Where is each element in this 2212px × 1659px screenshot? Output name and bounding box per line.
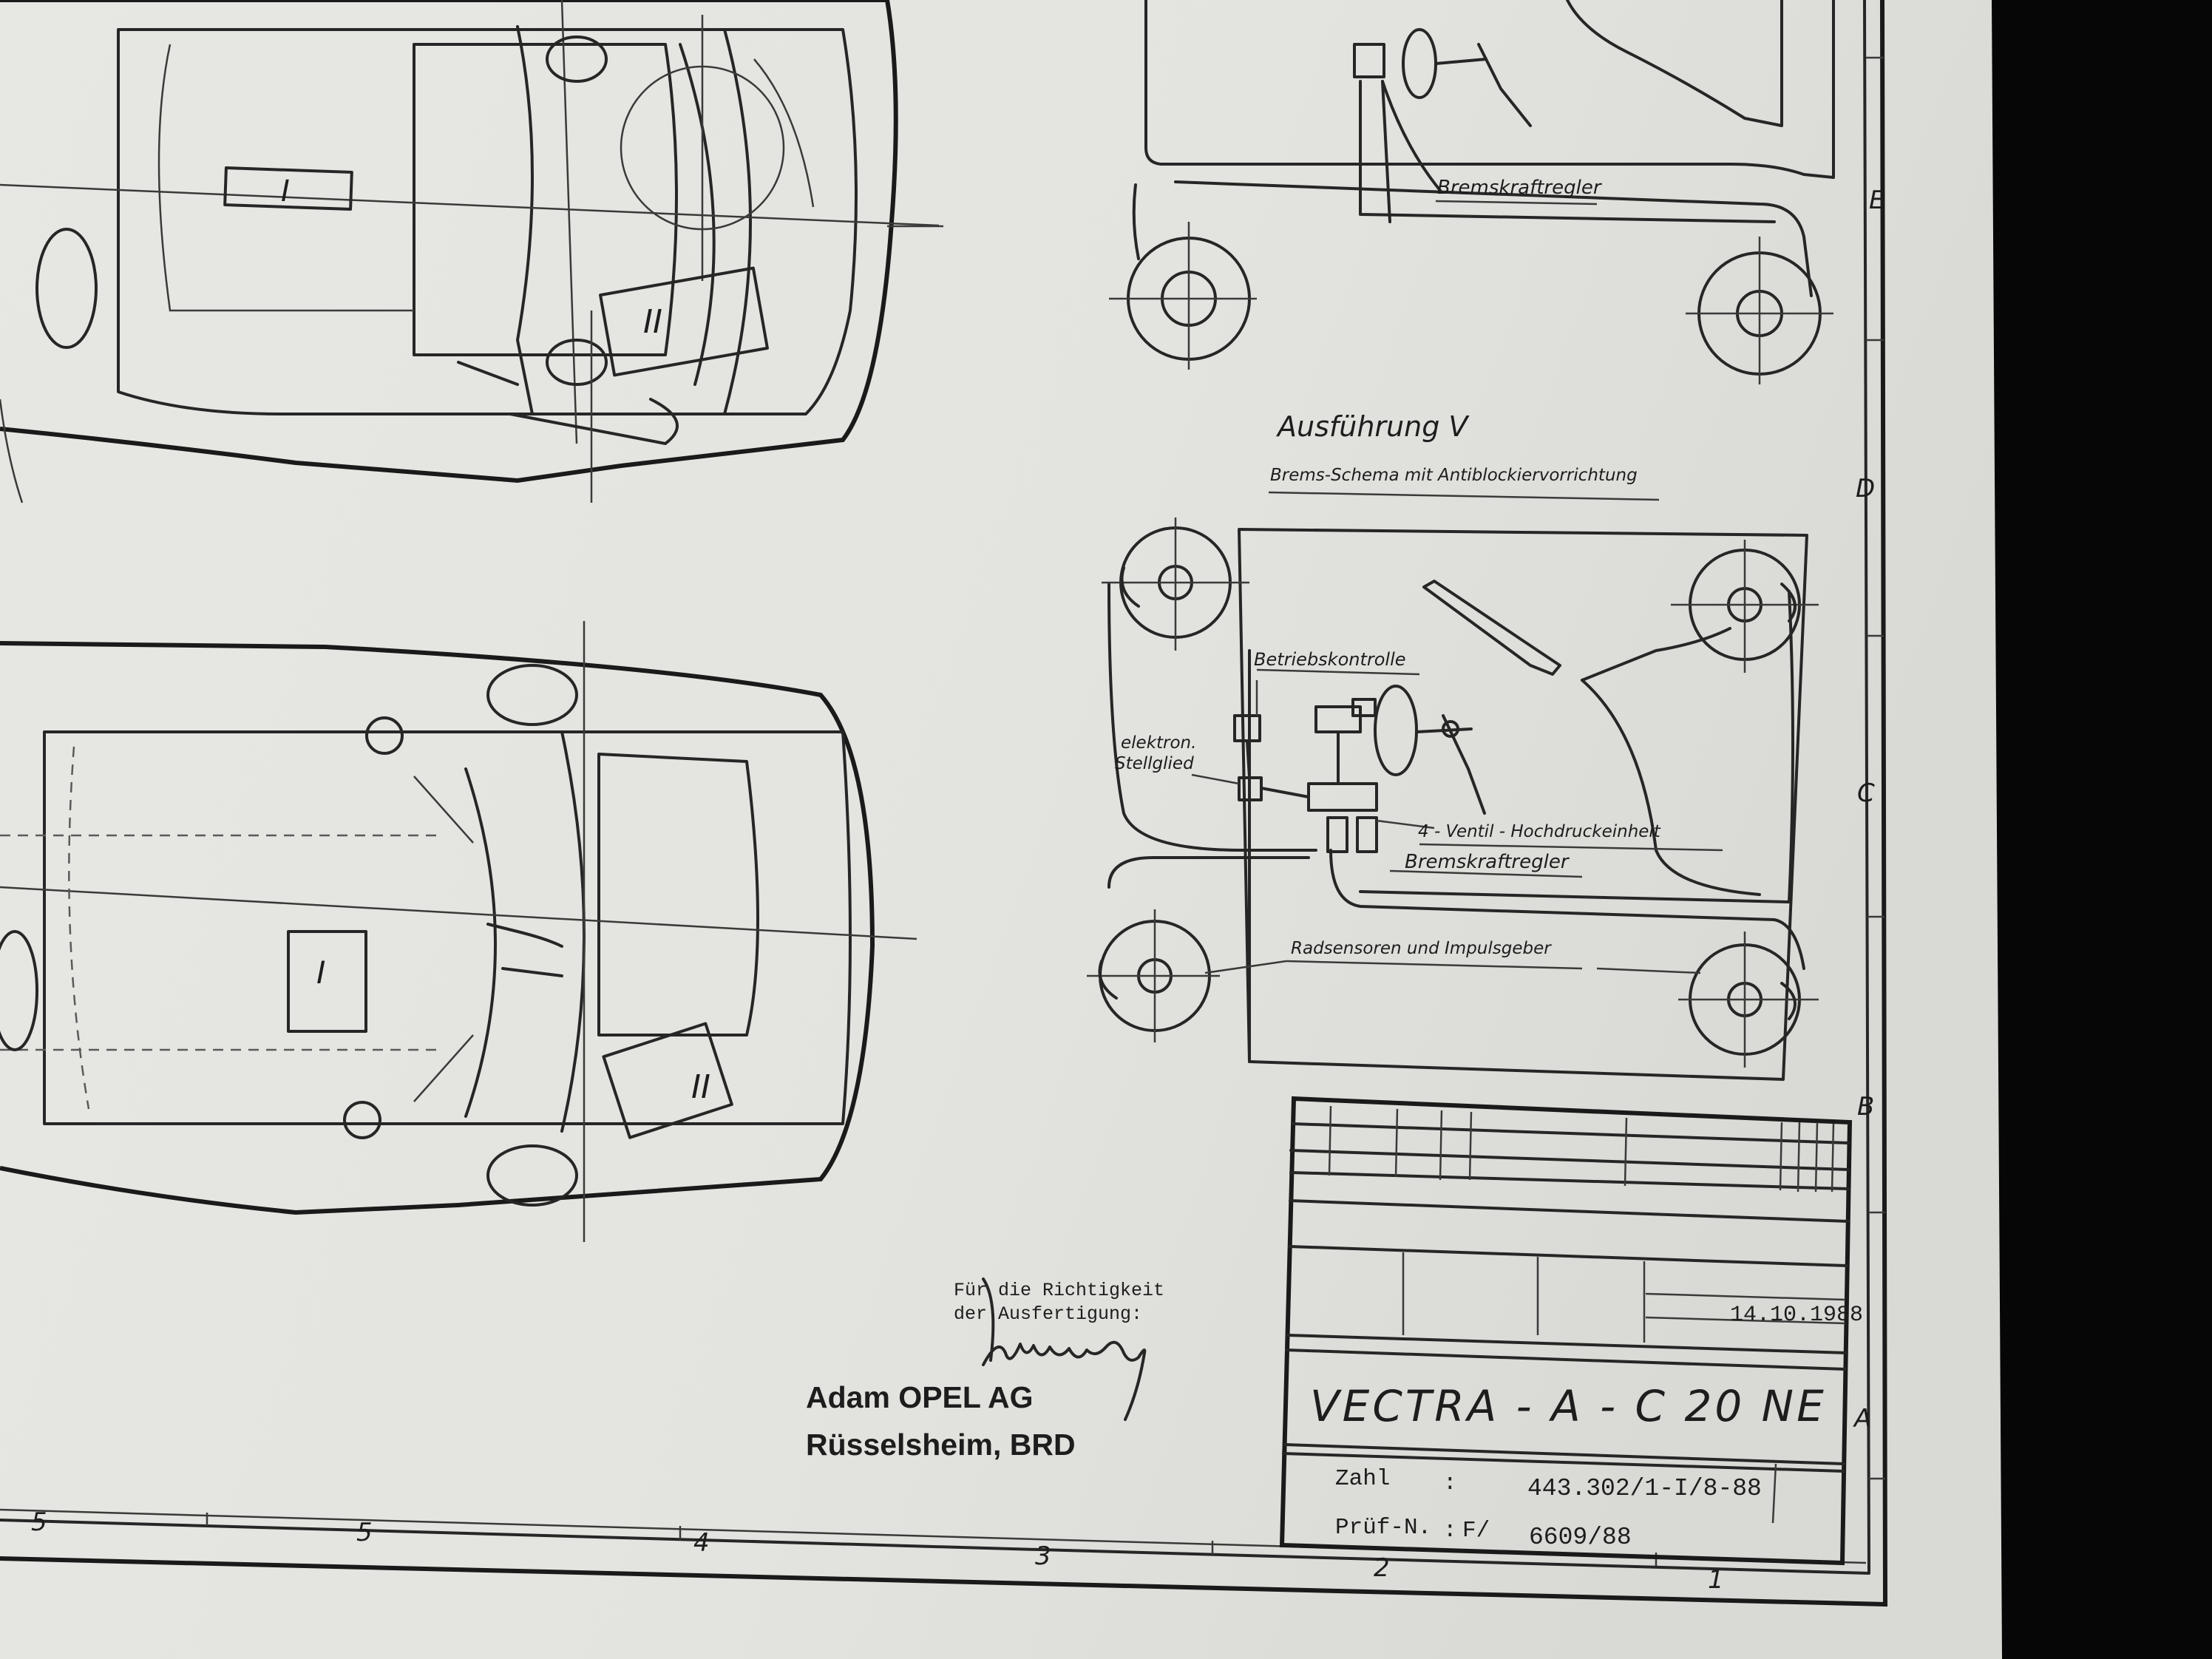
- tested-date: 14.10.1988: [1730, 1303, 1863, 1328]
- pruef-value: 6609/88: [1529, 1524, 1632, 1551]
- component-II-bottom-label: II: [691, 1068, 710, 1106]
- zahl-value: 443.302/1-I/8-88: [1527, 1475, 1762, 1502]
- label-betriebskontrolle: Betriebskontrolle: [1254, 649, 1406, 670]
- company-name: Adam OPEL AG: [806, 1380, 1034, 1414]
- label-ventil-hochdruckeinheit: 4 - Ventil - Hochdruckeinheit: [1418, 822, 1661, 841]
- wheel-rear-right: [1678, 932, 1819, 1068]
- wheel-front-right: [1671, 540, 1819, 673]
- brake-schema-top: Bremskraftregler: [1109, 0, 1835, 384]
- label-stellglied: Stellglied: [1115, 754, 1194, 773]
- component-I-bottom-box: [287, 930, 367, 1033]
- component-I-bottom-label: I: [316, 954, 325, 991]
- zone-label-B: B: [1857, 1092, 1874, 1122]
- zone-label-A: A: [1853, 1404, 1871, 1434]
- component-II-top-box: [599, 266, 769, 377]
- wheel-front-left: [1102, 518, 1249, 651]
- drawing-title: VECTRA - A - C 20 NE: [1310, 1381, 1827, 1431]
- zahl-colon: :: [1443, 1470, 1457, 1496]
- zone-label-2: 2: [1374, 1553, 1390, 1583]
- component-I-top-box: [223, 166, 353, 211]
- wheel-top-left: [1109, 222, 1257, 370]
- variant-title: Ausführung V: [1275, 410, 1470, 443]
- cert-line-2: der Ausfertigung:: [954, 1303, 1142, 1325]
- abs-brake-schema: Ausführung V Brems-Schema mit Antiblocki…: [1087, 410, 1819, 1081]
- component-II-top-label: II: [643, 303, 662, 341]
- zone-label-D: D: [1856, 474, 1875, 503]
- company-location: Rüsselsheim, BRD: [806, 1428, 1076, 1462]
- zone-label-3: 3: [1035, 1541, 1051, 1571]
- wheel-rear-left: [1087, 909, 1220, 1042]
- wheel-top-right: [1686, 237, 1833, 384]
- label-bremskraftregler-top: Bremskraftregler: [1437, 177, 1603, 199]
- right-zone-marks: E D C B A: [1853, 56, 1885, 1480]
- zahl-label: Zahl: [1335, 1466, 1390, 1492]
- label-bremskraftregler: Bremskraftregler: [1405, 851, 1570, 873]
- pruef-label: Prüf-N.: [1335, 1515, 1431, 1541]
- zone-label-1: 1: [1708, 1565, 1724, 1595]
- certification-block: Für die Richtigkeit der Ausfertigung: Ad…: [806, 1278, 1164, 1462]
- pruef-prefix: F/: [1462, 1518, 1490, 1544]
- zone-label-5b: 5: [356, 1518, 373, 1547]
- component-II-bottom-box: [602, 1022, 733, 1139]
- title-block: 14.10.1988 VECTRA - A - C 20 NE Zahl : 4…: [1279, 1096, 1863, 1566]
- bottom-zone-marks: 5 5 4 3 2 1: [31, 1507, 1724, 1595]
- component-I-top-label: I: [281, 174, 290, 208]
- car-top-drawing: I II: [0, 0, 943, 503]
- zone-label-5a: 5: [31, 1507, 47, 1537]
- pruef-colon: :: [1443, 1518, 1457, 1544]
- label-radsensoren: Radsensoren und Impulsgeber: [1291, 939, 1552, 958]
- zone-label-4: 4: [693, 1528, 710, 1558]
- zone-label-E: E: [1869, 186, 1885, 215]
- zone-label-C: C: [1857, 778, 1875, 808]
- signature: [982, 1278, 1147, 1421]
- variant-subtitle: Brems-Schema mit Antiblockiervorrichtung: [1270, 466, 1638, 485]
- label-elektron: elektron.: [1121, 733, 1196, 753]
- car-bottom-drawing: I II: [0, 621, 917, 1242]
